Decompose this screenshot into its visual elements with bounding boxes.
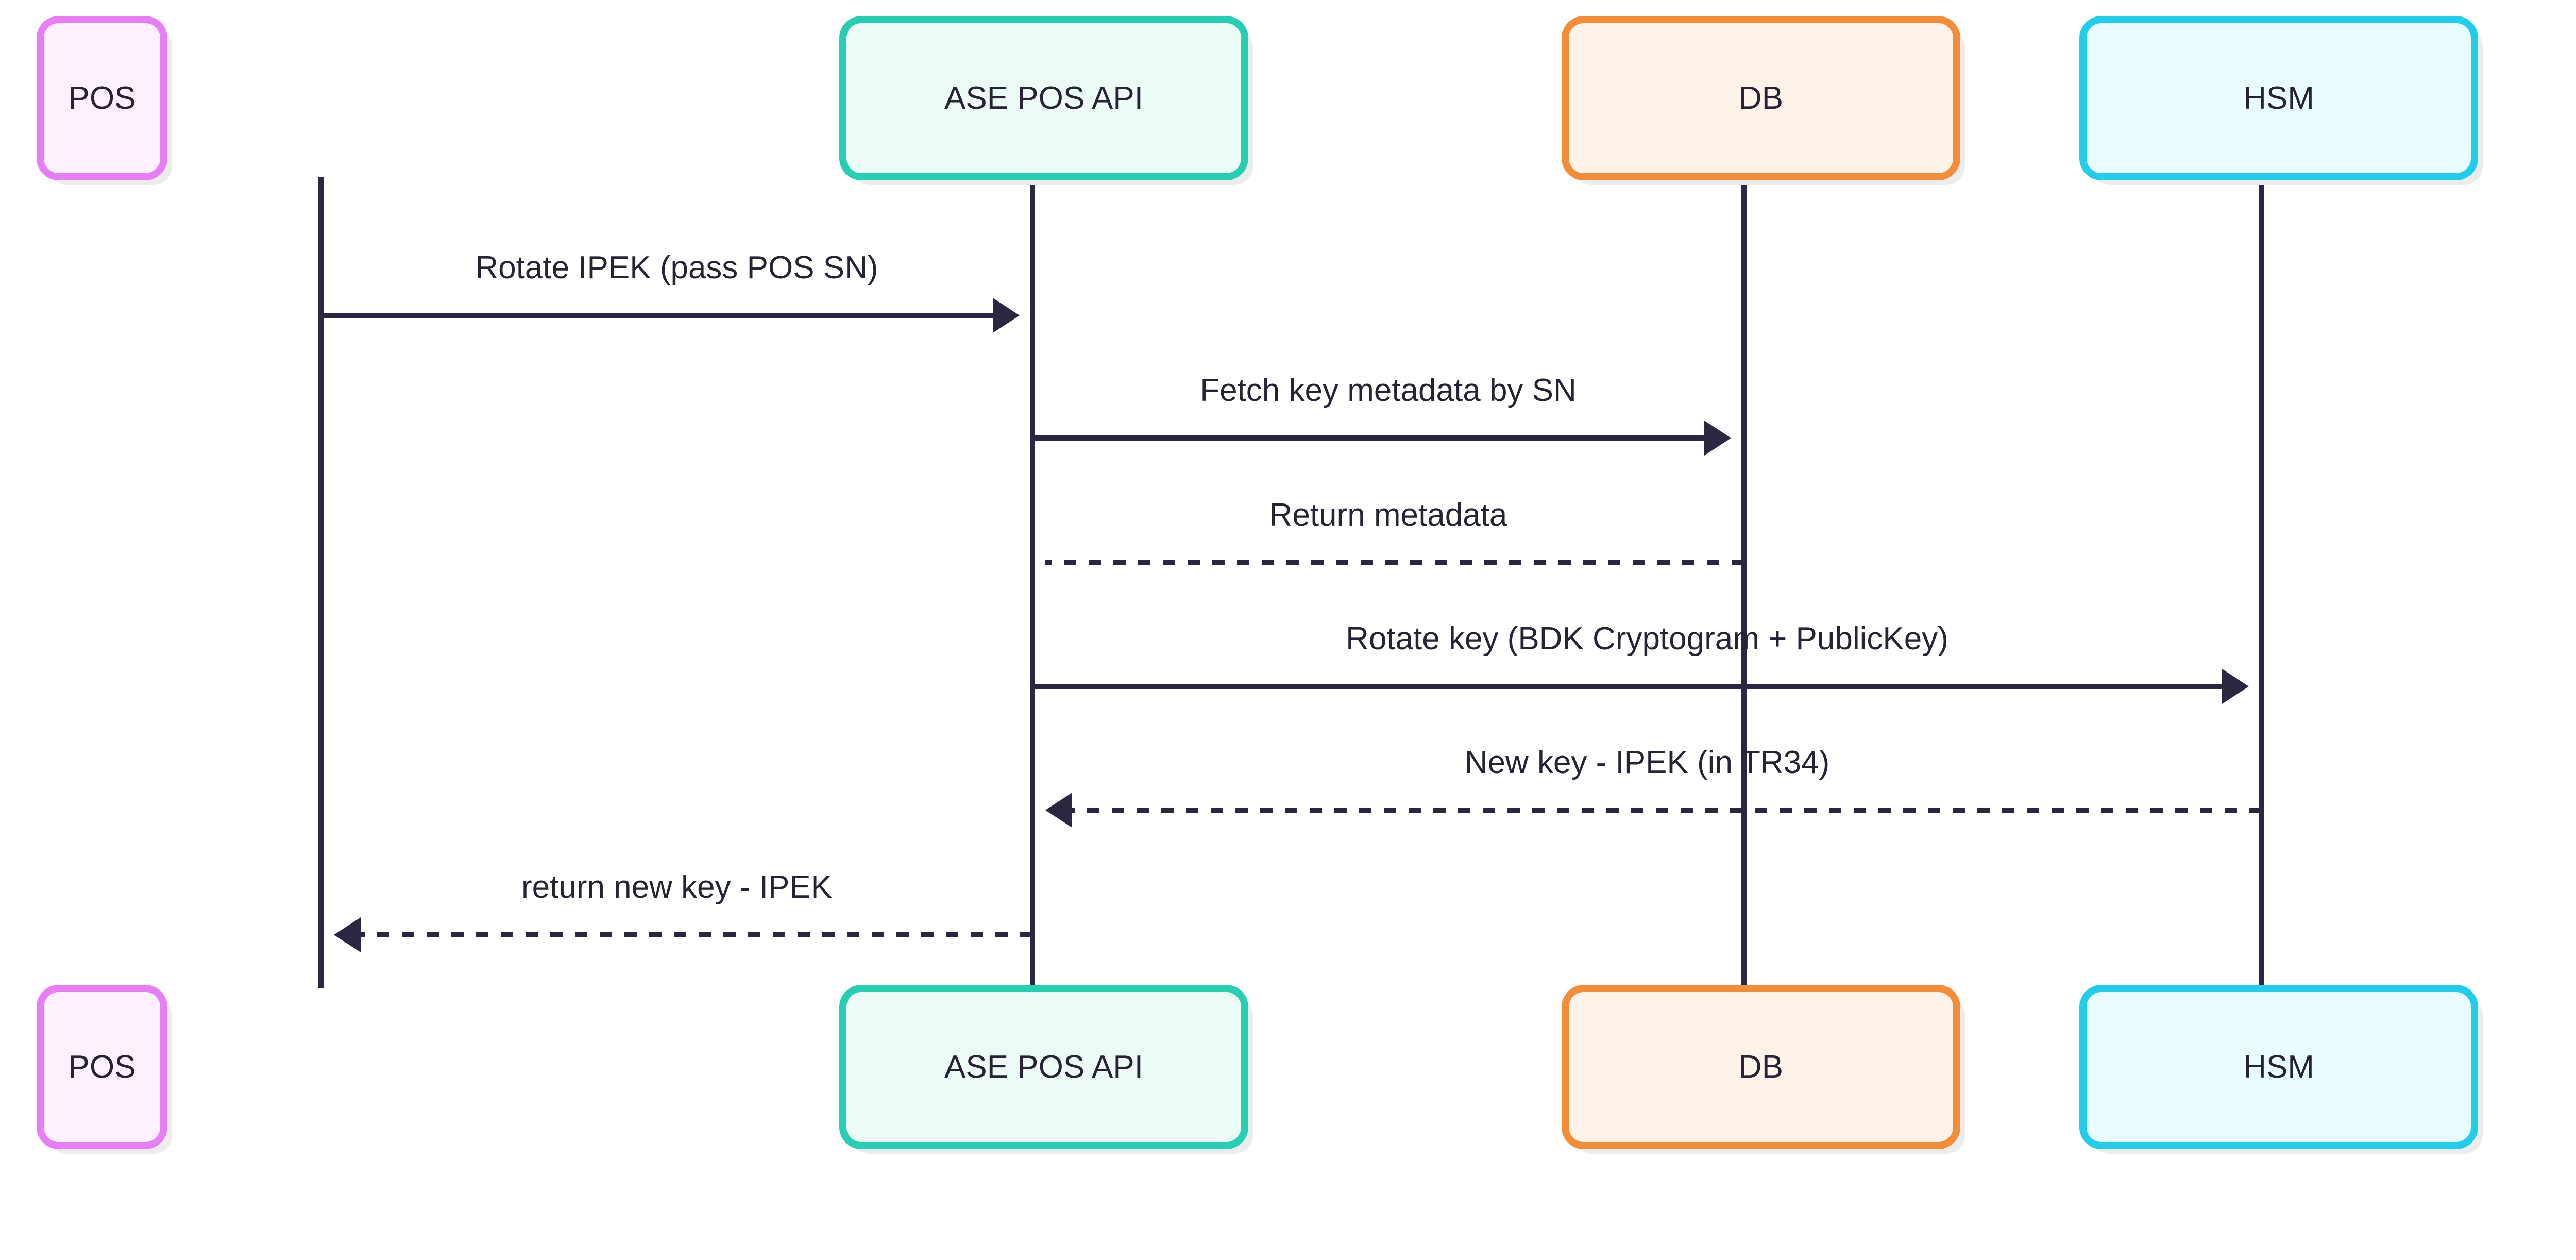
message-label-6: return new key - IPEK: [521, 869, 832, 905]
actor-box-rect[interactable]: [839, 985, 1248, 1149]
message-arrowhead-2: [1704, 421, 1731, 456]
actor-label-hsm: HSM: [2243, 80, 2314, 116]
actor-label-pos: POS: [69, 1049, 136, 1085]
message-arrowhead-5: [1045, 793, 1072, 828]
actor-box-hsm-top[interactable]: HSM: [2079, 16, 2483, 185]
message-arrowhead-1: [993, 298, 1020, 333]
actor-label-pos: POS: [69, 80, 136, 116]
actor-box-rect[interactable]: [1562, 985, 1960, 1149]
actor-box-rect[interactable]: [1562, 16, 1960, 180]
actor-label-db: DB: [1739, 1049, 1783, 1085]
actor-box-rect[interactable]: [37, 985, 167, 1149]
actor-box-pos-top[interactable]: POS: [37, 16, 172, 185]
actor-box-db-top[interactable]: DB: [1562, 16, 1965, 185]
message-2[interactable]: Fetch key metadata by SN: [1032, 373, 1731, 456]
message-4[interactable]: Rotate key (BDK Cryptogram + PublicKey): [1032, 621, 2249, 704]
actor-label-db: DB: [1739, 80, 1783, 116]
actor-box-pos-bottom[interactable]: POS: [37, 985, 172, 1154]
actor-box-rect[interactable]: [839, 16, 1248, 180]
actor-label-api: ASE POS API: [944, 1049, 1143, 1085]
actor-box-hsm-bottom[interactable]: HSM: [2079, 985, 2483, 1154]
actor-box-rect[interactable]: [2079, 16, 2478, 180]
message-label-3: Return metadata: [1269, 497, 1507, 533]
message-arrowhead-4: [2222, 669, 2249, 704]
actor-box-rect[interactable]: [37, 16, 167, 180]
message-5[interactable]: New key - IPEK (in TR34): [1045, 745, 2262, 828]
message-6[interactable]: return new key - IPEK: [334, 869, 1032, 952]
message-3[interactable]: Return metadata: [1045, 497, 1744, 565]
actor-box-db-bottom[interactable]: DB: [1562, 985, 1965, 1154]
message-arrowhead-6: [334, 917, 361, 952]
actor-label-hsm: HSM: [2243, 1049, 2314, 1085]
actor-label-api: ASE POS API: [944, 80, 1143, 116]
message-label-5: New key - IPEK (in TR34): [1465, 745, 1830, 780]
actor-box-rect[interactable]: [2079, 985, 2478, 1149]
actor-box-api-bottom[interactable]: ASE POS API: [839, 985, 1253, 1154]
actor-box-api-top[interactable]: ASE POS API: [839, 16, 1253, 185]
message-1[interactable]: Rotate IPEK (pass POS SN): [321, 250, 1020, 333]
message-label-4: Rotate key (BDK Cryptogram + PublicKey): [1346, 621, 1948, 657]
message-label-2: Fetch key metadata by SN: [1200, 373, 1577, 408]
message-label-1: Rotate IPEK (pass POS SN): [475, 250, 878, 285]
